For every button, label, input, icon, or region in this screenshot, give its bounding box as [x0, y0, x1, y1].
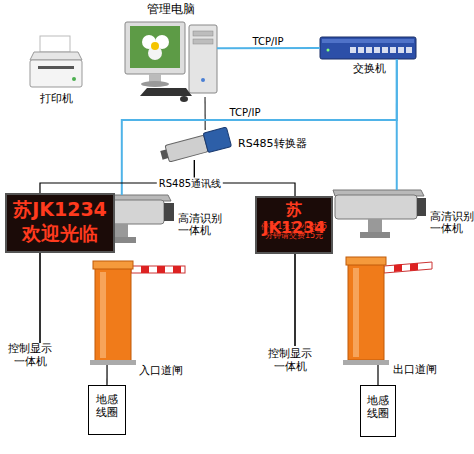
switch-node: 交换机 — [320, 37, 416, 59]
printer-led — [72, 77, 76, 81]
camera-bracket — [368, 219, 382, 232]
cabinet-shine — [353, 268, 359, 357]
led-text: 苏JK1234 — [7, 199, 113, 221]
computer-icon — [125, 22, 217, 102]
camera-icon — [333, 190, 426, 238]
barrier-arm — [384, 262, 432, 273]
node-label: 高清识别 一体机 — [178, 212, 224, 236]
printer-slot — [38, 66, 74, 69]
switch-port — [350, 47, 356, 53]
keyboard — [140, 88, 192, 96]
display-pole — [39, 253, 41, 343]
node-label: 控制显示 一体机 — [5, 343, 55, 368]
camera-lens — [164, 203, 174, 221]
arm-stripe — [157, 266, 165, 273]
pc-tower — [189, 25, 217, 93]
node-label: 地感 线圈 — [361, 395, 395, 420]
barrier-node: 入口道闸 — [93, 262, 132, 365]
converter-terminal — [160, 149, 168, 159]
led-text: 欢迎光临 — [7, 223, 113, 245]
drive-bay — [193, 31, 213, 36]
arm-stripe — [410, 263, 418, 271]
printer-body — [30, 60, 82, 87]
edge-label: TCP/IP — [228, 107, 263, 118]
edge-label: TCP/IP — [251, 36, 286, 47]
arm-stripe — [173, 266, 181, 273]
loop-box: 地感 线圈 — [88, 385, 126, 435]
camera-node: 高清识别 一体机 — [333, 190, 425, 223]
display-pole — [294, 254, 296, 346]
display-board: 苏JK1234欢迎光临控制显示 一体机 — [5, 193, 115, 253]
switch-port — [406, 47, 412, 53]
monitor-screen — [130, 26, 180, 68]
camera-node: 高清识别 一体机 — [80, 195, 175, 227]
node-label: 交换机 — [334, 63, 404, 76]
switch-icon — [320, 37, 416, 59]
monitor-base — [141, 81, 169, 87]
switch-port — [374, 47, 380, 53]
computer-node: 管理电脑 — [125, 22, 217, 97]
node-label: 控制显示 一体机 — [265, 348, 315, 373]
printer-icon — [30, 36, 82, 87]
barrier-base — [90, 360, 136, 365]
loop-box: 地感 线圈 — [360, 385, 396, 437]
mouse — [180, 96, 188, 102]
drive-bay — [193, 39, 213, 44]
flower-center — [151, 42, 159, 50]
switch-port — [358, 47, 364, 53]
converter-plug — [203, 127, 231, 153]
loop-wire — [106, 365, 107, 385]
switch-body — [320, 37, 416, 59]
printer-top — [30, 52, 82, 60]
camera-bracket — [114, 224, 128, 237]
monitor-frame — [125, 22, 185, 74]
monitor-stand — [149, 74, 161, 82]
barrier-cabinet — [95, 266, 131, 361]
switch-port — [390, 47, 396, 53]
display-board: 苏JK1234停车1天12小时36 分钟请交费15元控制显示 一体机 — [255, 196, 333, 254]
barrier-gate — [90, 261, 185, 365]
converter-node: RS485转换器 — [162, 130, 234, 160]
node-label: RS485转换器 — [238, 138, 338, 151]
node-label: 打印机 — [24, 93, 88, 106]
node-label: 出口道闸 — [393, 364, 445, 377]
edge-label: RS485通讯线 — [157, 178, 223, 189]
barrier-gate — [343, 257, 432, 365]
loop-wire — [377, 365, 378, 385]
barrier-base — [343, 360, 389, 365]
converter-body — [165, 135, 208, 162]
power-button — [201, 78, 205, 82]
barrier-node: 出口道闸 — [345, 258, 385, 365]
switch-port — [382, 47, 388, 53]
arm-stripe — [394, 264, 402, 272]
arm-stripe — [141, 266, 149, 273]
switch-top — [322, 39, 414, 43]
barrier-cap — [93, 261, 133, 269]
cabinet-shine — [100, 272, 106, 358]
node-label: 管理电脑 — [125, 3, 217, 17]
node-label: 地感 线圈 — [89, 394, 125, 419]
switch-port — [398, 47, 404, 53]
barrier-cap — [346, 257, 386, 265]
tcpip-link — [122, 59, 397, 195]
node-label: 入口道闸 — [139, 365, 191, 378]
printer-node: 打印机 — [30, 35, 82, 87]
tcpip-link — [396, 59, 398, 190]
barrier-cabinet — [348, 262, 384, 360]
serial-cable — [204, 97, 205, 130]
switch-port — [366, 47, 372, 53]
switch-led — [327, 49, 330, 52]
led-text: 停车1天12小时36 分钟请交费15元 — [257, 222, 331, 240]
printer-paper — [40, 36, 70, 52]
camera-lens — [417, 198, 426, 216]
tcpip-link — [217, 47, 320, 49]
barrier-arm — [131, 266, 185, 273]
node-label: 高清识别 一体机 — [430, 210, 474, 234]
camera-mount — [360, 232, 390, 238]
camera-housing — [335, 195, 417, 219]
converter-icon — [159, 127, 232, 164]
